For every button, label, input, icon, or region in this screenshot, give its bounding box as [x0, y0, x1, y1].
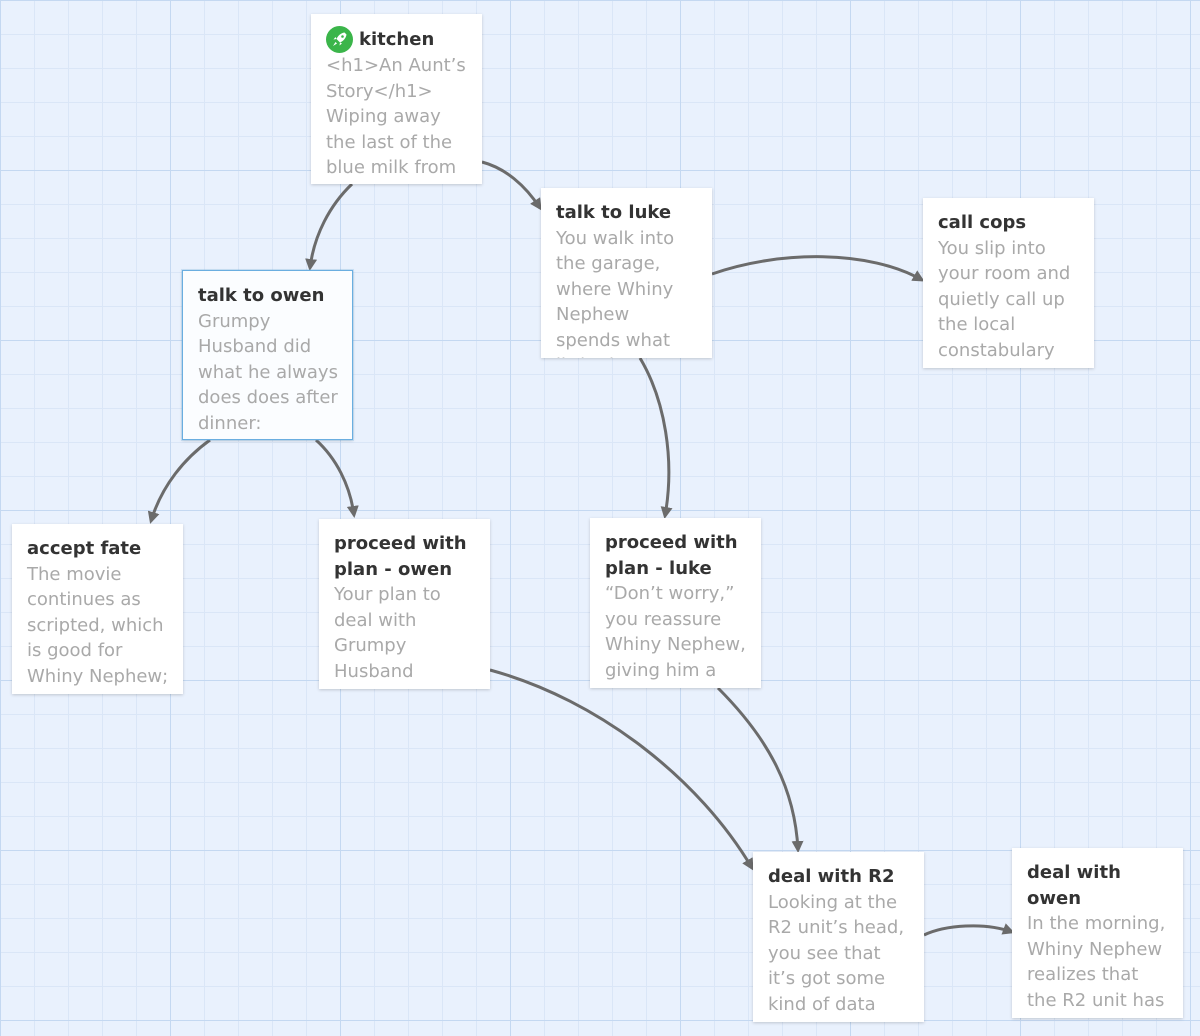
passage-title: call cops	[938, 212, 1027, 233]
passage-excerpt: You slip into your room and quietly call…	[938, 237, 1071, 361]
link-kitchen-to-talk-to-owen	[305, 182, 354, 271]
passage-excerpt: Grumpy Husband did what he always does d…	[198, 310, 338, 434]
link-proceed-owen-to-deal-r2	[489, 668, 754, 871]
passage-title: deal with R2	[768, 866, 895, 887]
passage-title: kitchen	[359, 28, 435, 50]
passage-excerpt: You walk into the garage, where Whiny Ne…	[556, 227, 675, 359]
passage-title: deal with owen	[1027, 862, 1121, 909]
passage-proceed-with-plan-owen[interactable]: proceed with plan - owen Your plan to de…	[319, 519, 490, 689]
link-talk-to-owen-to-proceed-owen	[314, 438, 359, 518]
passage-title: accept fate	[27, 538, 142, 559]
link-deal-r2-to-deal-owen	[923, 923, 1015, 937]
passage-excerpt: Your plan to deal with Grumpy Husband	[334, 584, 441, 682]
passage-deal-with-owen[interactable]: deal with owen In the morning, Whiny Nep…	[1012, 848, 1183, 1018]
passage-excerpt: Looking at the R2 unit’s head, you see t…	[768, 891, 905, 1023]
passage-title: talk to luke	[556, 202, 672, 223]
passage-title: proceed with plan - luke	[605, 532, 738, 579]
passage-call-cops[interactable]: call cops You slip into your room and qu…	[923, 198, 1094, 368]
link-talk-to-luke-to-proceed-luke	[638, 357, 673, 519]
passage-kitchen[interactable]: kitchen <h1>An Aunt’s Story</h1> Wiping …	[311, 14, 482, 184]
link-talk-to-owen-to-accept-fate	[147, 438, 211, 524]
passage-excerpt: “Don’t worry,” you reassure Whiny Nephew…	[605, 583, 746, 681]
link-talk-to-luke-to-call-cops	[711, 255, 925, 282]
passage-talk-to-owen[interactable]: talk to owen Grumpy Husband did what he …	[182, 270, 353, 440]
passage-title: talk to owen	[198, 285, 325, 306]
passage-excerpt: In the morning, Whiny Nephew realizes th…	[1027, 913, 1166, 1011]
passage-excerpt: The movie continues as scripted, which i…	[27, 563, 169, 687]
passage-accept-fate[interactable]: accept fate The movie continues as scrip…	[12, 524, 183, 694]
passage-title: proceed with plan - owen	[334, 533, 467, 580]
link-kitchen-to-talk-to-luke	[481, 160, 542, 211]
link-proceed-luke-to-deal-r2	[716, 686, 804, 853]
passage-talk-to-luke[interactable]: talk to luke You walk into the garage, w…	[541, 188, 712, 358]
passage-excerpt: <h1>An Aunt’s Story</h1> Wiping away the…	[326, 55, 466, 178]
rocket-icon	[326, 26, 353, 53]
passage-deal-with-r2[interactable]: deal with R2 Looking at the R2 unit’s he…	[753, 852, 924, 1022]
passage-proceed-with-plan-luke[interactable]: proceed with plan - luke “Don’t worry,” …	[590, 518, 761, 688]
